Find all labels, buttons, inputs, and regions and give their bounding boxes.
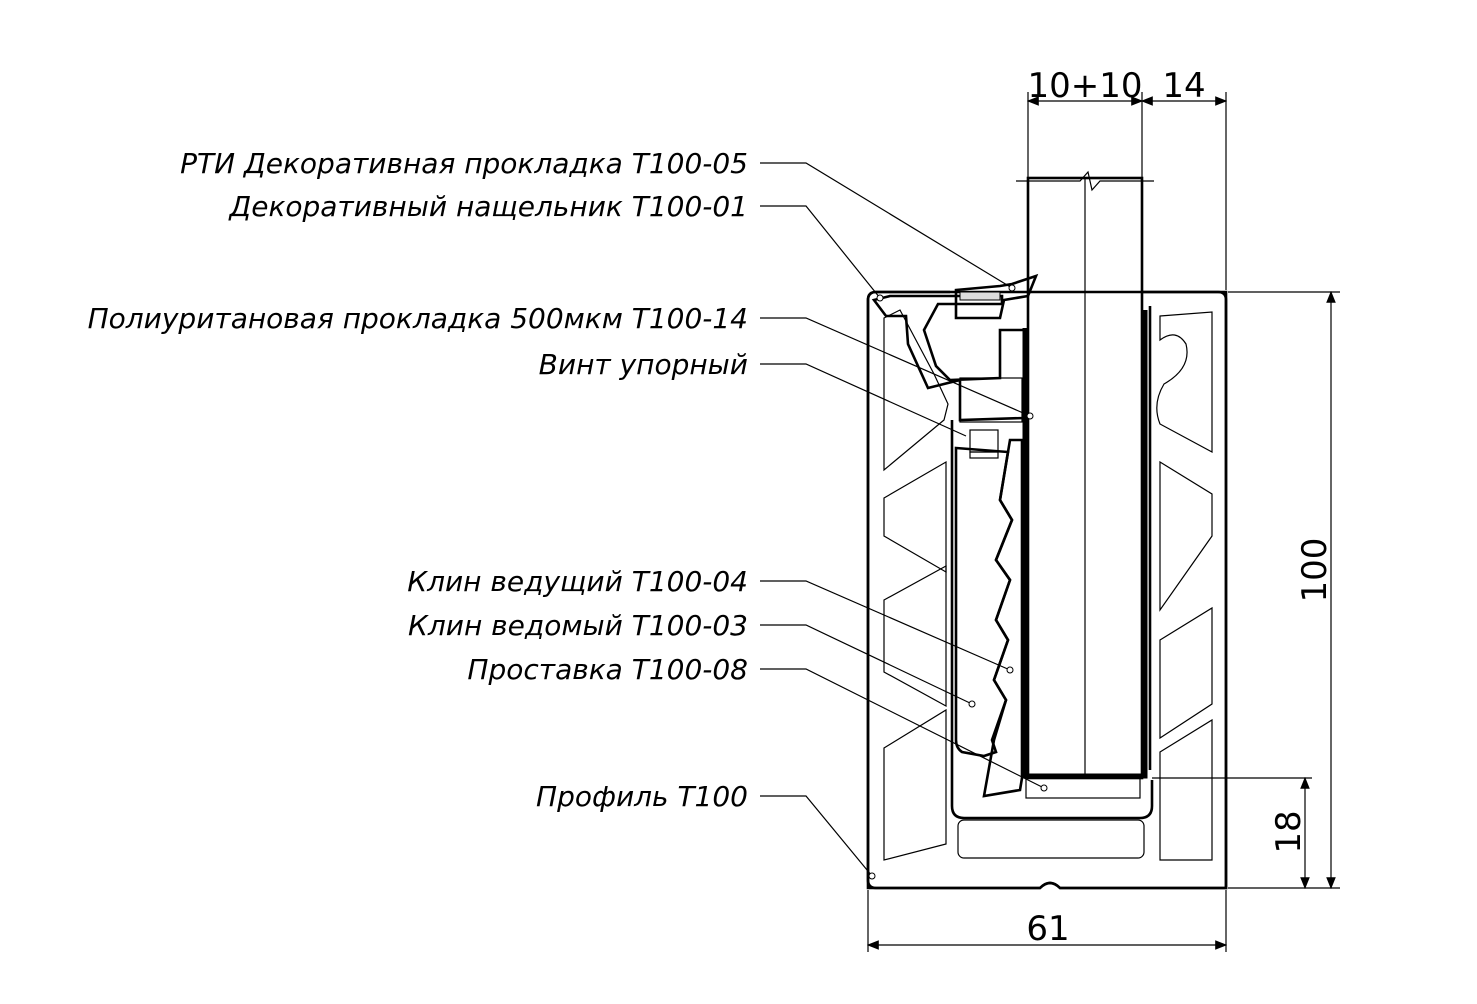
dim-height: 100 — [1295, 538, 1335, 603]
spacer-t100-08 — [1025, 777, 1141, 799]
label-stop-screw: Винт упорный — [539, 348, 748, 381]
label-lead-wedge: Клин ведущий Т100-04 — [407, 565, 748, 598]
dim-glass: 10+10 — [1027, 66, 1142, 106]
dimension-lines — [866, 92, 1340, 952]
label-pu-gasket: Полиуритановая прокладка 500мкм Т100-14 — [88, 302, 748, 335]
decorative-gasket-t100-05 — [954, 273, 1039, 320]
label-gasket-decor: РТИ Декоративная прокладка Т100-05 — [180, 147, 748, 180]
label-cover-strip: Декоративный нащельник Т100-01 — [227, 190, 748, 223]
dim-base: 18 — [1269, 810, 1309, 853]
label-driven-wedge: Клин ведомый Т100-03 — [408, 609, 748, 642]
label-profile: Профиль Т100 — [536, 780, 748, 813]
leader-lines — [760, 162, 1048, 880]
dim-gap: 14 — [1162, 66, 1205, 106]
stop-screw — [969, 429, 999, 459]
dim-width: 61 — [1026, 909, 1069, 949]
label-spacer: Проставка Т100-08 — [467, 653, 748, 686]
